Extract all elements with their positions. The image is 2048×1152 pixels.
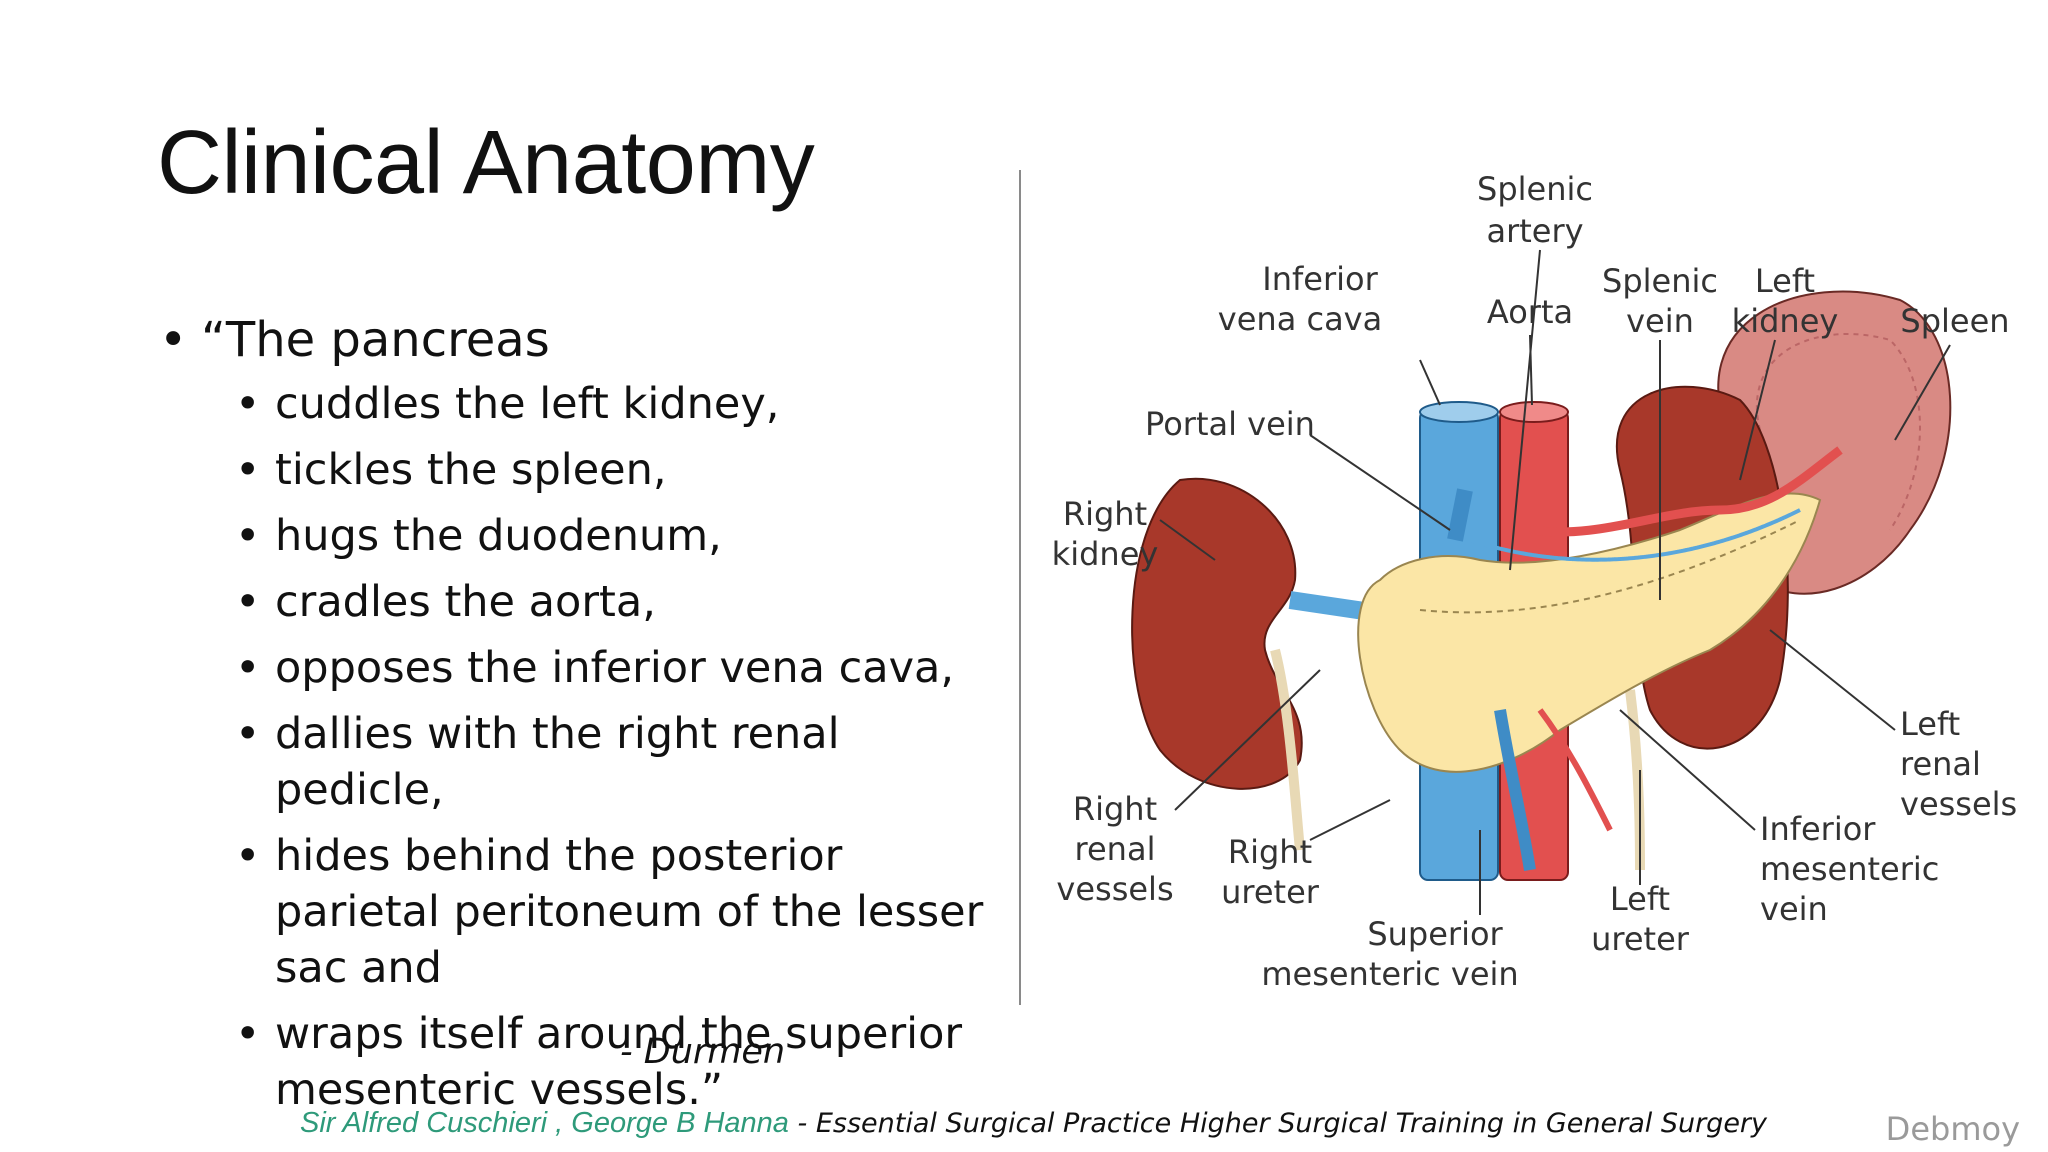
slide-title: Clinical Anatomy: [157, 113, 815, 213]
leader-right-kidney: [1159, 519, 1216, 561]
label-ivc-1: Inferior: [1262, 260, 1378, 298]
leader-right-ureter: [1309, 799, 1391, 841]
label-right-kidney-2: kidney: [1052, 535, 1159, 573]
label-left-renal-2: renal: [1900, 745, 1981, 783]
leader-portal-vein: [1309, 434, 1451, 531]
pancreatic-duct: [1419, 519, 1801, 614]
smv-vessel: [1494, 709, 1536, 871]
quote-point: dallies with the right renal pedicle,: [157, 706, 1017, 818]
label-left-renal-3: vessels: [1900, 785, 2017, 823]
label-right-ureter-1: Right: [1228, 833, 1312, 871]
leader-imv: [1619, 709, 1756, 831]
label-spleen: Spleen: [1900, 302, 2009, 340]
quote-point: wraps itself around the superior mesente…: [157, 1006, 1017, 1118]
leader-right-renal: [1174, 669, 1321, 811]
leader-splenic-artery: [1509, 249, 1541, 571]
sma-branches: [1537, 708, 1613, 832]
quote-attribution: - Durmen: [620, 1032, 786, 1072]
quote-point: hides behind the posterior parietal peri…: [157, 828, 1017, 996]
label-smv-2: mesenteric vein: [1261, 955, 1518, 993]
left-ureter: [1625, 689, 1645, 871]
watermark: Debmoy: [1885, 1110, 2020, 1148]
vertical-divider: [1019, 170, 1021, 1005]
label-right-kidney-1: Right: [1063, 495, 1147, 533]
quote-bullet-list: “The pancreas cuddles the left kidney, t…: [157, 310, 1017, 1128]
aorta-top: [1499, 401, 1569, 423]
quote-point: cuddles the left kidney,: [157, 376, 1017, 432]
citation-authors: Sir Alfred Cuschieri , George B Hanna: [300, 1107, 789, 1139]
label-splenic-artery-1: Splenic: [1477, 170, 1593, 208]
leader-left-kidney: [1739, 339, 1776, 481]
label-left-ureter-1: Left: [1610, 880, 1670, 918]
leader-aorta: [1529, 334, 1533, 406]
label-left-ureter-2: ureter: [1591, 920, 1690, 958]
label-smv-1: Superior: [1367, 915, 1503, 953]
splenic-artery: [1529, 446, 1843, 537]
right-ureter: [1270, 648, 1305, 851]
leader-left-renal: [1769, 629, 1896, 731]
label-right-ureter-2: ureter: [1221, 873, 1320, 911]
label-left-renal-1: Left: [1900, 705, 1960, 743]
pancreas-anatomy-diagram: Splenic artery Inferior vena cava Aorta …: [1052, 170, 2018, 993]
quote-lead: “The pancreas: [157, 310, 1017, 370]
label-splenic-artery-2: artery: [1486, 212, 1583, 250]
label-portal-vein: Portal vein: [1145, 405, 1315, 443]
right-kidney-shape: [1131, 477, 1303, 790]
label-left-kidney-2: kidney: [1732, 302, 1839, 340]
citation-separator: -: [788, 1108, 816, 1139]
label-left-kidney-1: Left: [1755, 262, 1815, 300]
label-right-renal-1: Right: [1073, 790, 1157, 828]
label-imv-1: Inferior: [1760, 810, 1876, 848]
label-right-renal-2: renal: [1075, 830, 1156, 868]
splenic-vein: [1469, 508, 1801, 562]
label-right-renal-3: vessels: [1056, 870, 1173, 908]
leader-spleen: [1894, 344, 1951, 441]
quote-point: opposes the inferior vena cava,: [157, 640, 1017, 696]
quote-point: cradles the aorta,: [157, 574, 1017, 630]
citation: Sir Alfred Cuschieri , George B Hanna - …: [300, 1107, 1767, 1140]
quote-point: tickles the spleen,: [157, 442, 1017, 498]
label-splenic-vein-1: Splenic: [1602, 262, 1718, 300]
label-aorta: Aorta: [1487, 293, 1573, 331]
label-imv-3: vein: [1760, 890, 1828, 928]
leader-ivc: [1419, 359, 1441, 406]
ivc-top: [1419, 401, 1499, 423]
quote-points: cuddles the left kidney, tickles the spl…: [157, 376, 1017, 1118]
label-ivc-2: vena cava: [1218, 300, 1382, 338]
citation-work: Essential Surgical Practice Higher Surgi…: [815, 1108, 1768, 1139]
label-imv-2: mesenteric: [1760, 850, 1939, 888]
label-splenic-vein-2: vein: [1626, 302, 1694, 340]
quote-point: hugs the duodenum,: [157, 508, 1017, 564]
portal-vein: [1447, 488, 1473, 542]
